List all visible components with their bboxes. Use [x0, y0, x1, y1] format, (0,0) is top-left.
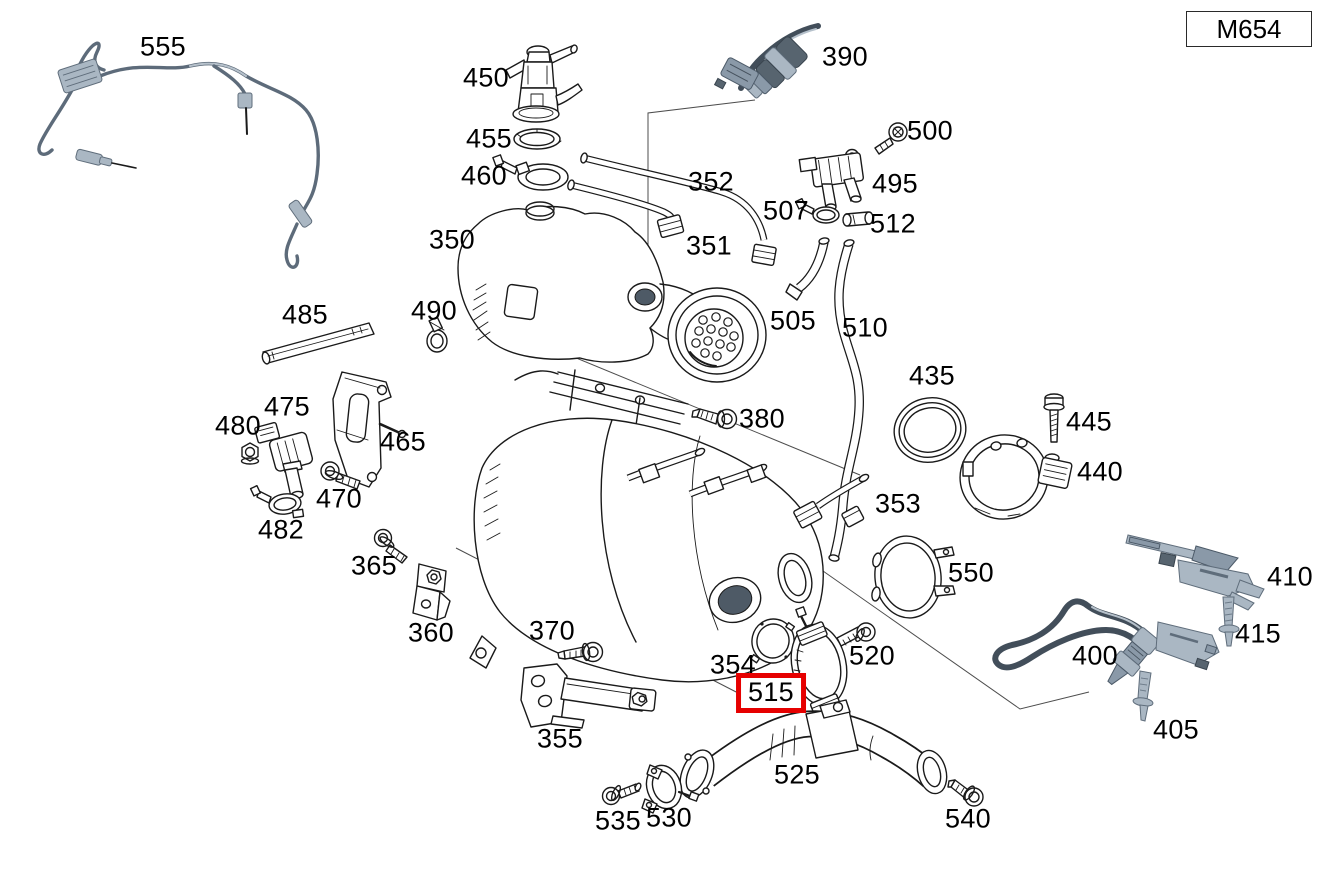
part-470-drawing — [320, 461, 361, 490]
part-555-drawing — [37, 41, 320, 269]
part-480-drawing — [240, 442, 260, 465]
part-label-535[interactable]: 535 — [595, 805, 641, 836]
part-354-drawing — [750, 618, 796, 664]
part-label-370[interactable]: 370 — [529, 615, 575, 646]
part-525-drawing — [679, 699, 948, 799]
part-507-drawing — [794, 197, 840, 224]
part-label-555[interactable]: 555 — [140, 31, 186, 62]
part-label-410[interactable]: 410 — [1267, 561, 1313, 592]
part-352-drawing — [580, 152, 777, 266]
part-label-400[interactable]: 400 — [1072, 640, 1118, 671]
part-370-drawing — [557, 641, 604, 663]
part-label-460[interactable]: 460 — [461, 160, 507, 191]
part-label-445[interactable]: 445 — [1066, 406, 1112, 437]
part-360-drawing — [412, 563, 451, 621]
part-512-drawing — [842, 211, 874, 227]
part-label-415[interactable]: 415 — [1235, 618, 1281, 649]
part-label-465[interactable]: 465 — [380, 426, 426, 457]
part-505-drawing — [785, 237, 830, 301]
part-405-drawing — [1132, 670, 1154, 722]
model-badge-label: M654 — [1216, 13, 1282, 44]
part-353-drawing — [793, 473, 870, 529]
part-380-drawing — [691, 408, 738, 430]
part-label-485[interactable]: 485 — [282, 299, 328, 330]
model-badge: M654 — [1186, 11, 1312, 47]
part-label-470[interactable]: 470 — [316, 483, 362, 514]
part-495-drawing — [798, 148, 865, 211]
part-label-380[interactable]: 380 — [739, 403, 785, 434]
part-440-drawing — [959, 434, 1073, 520]
part-520-drawing — [836, 622, 876, 647]
part-label-540[interactable]: 540 — [945, 803, 991, 834]
part-482-drawing — [249, 484, 305, 519]
part-label-351[interactable]: 351 — [686, 230, 732, 261]
part-450-drawing — [505, 44, 583, 123]
part-label-455[interactable]: 455 — [466, 123, 512, 154]
part-label-475[interactable]: 475 — [264, 391, 310, 422]
part-label-490[interactable]: 490 — [411, 295, 457, 326]
part-350-drawing — [457, 201, 824, 683]
part-label-495[interactable]: 495 — [872, 168, 918, 199]
part-540-drawing — [947, 779, 984, 807]
part-355-drawing — [520, 663, 657, 729]
part-label-352[interactable]: 352 — [688, 166, 734, 197]
part-475-drawing — [254, 421, 314, 500]
part-485-drawing — [261, 322, 375, 365]
part-label-390[interactable]: 390 — [822, 41, 868, 72]
part-410-drawing — [1125, 534, 1265, 611]
part-label-510[interactable]: 510 — [842, 312, 888, 343]
part-label-365[interactable]: 365 — [351, 550, 397, 581]
part-label-550[interactable]: 550 — [948, 557, 994, 588]
part-label-480[interactable]: 480 — [215, 410, 261, 441]
part-535-drawing — [601, 782, 642, 806]
part-435-drawing — [893, 397, 967, 463]
part-label-525[interactable]: 525 — [774, 759, 820, 790]
part-label-353[interactable]: 353 — [875, 488, 921, 519]
part-label-515[interactable]: 515 — [736, 673, 806, 713]
part-490-drawing — [426, 316, 448, 353]
part-label-520[interactable]: 520 — [849, 640, 895, 671]
part-455-drawing — [513, 128, 562, 150]
part-label-435[interactable]: 435 — [909, 360, 955, 391]
part-460-drawing — [492, 154, 569, 191]
leader-line-390 — [647, 99, 756, 284]
part-label-360[interactable]: 360 — [408, 617, 454, 648]
part-365-drawing — [373, 528, 408, 564]
part-550-drawing — [871, 535, 956, 619]
part-label-350[interactable]: 350 — [429, 224, 475, 255]
part-label-450[interactable]: 450 — [463, 62, 509, 93]
part-415-drawing — [1218, 596, 1240, 647]
part-label-500[interactable]: 500 — [907, 115, 953, 146]
part-400-drawing — [992, 598, 1220, 686]
part-500-drawing — [874, 122, 908, 155]
part-label-505[interactable]: 505 — [770, 305, 816, 336]
part-label-512[interactable]: 512 — [870, 208, 916, 239]
part-465-drawing — [332, 371, 407, 488]
part-label-355[interactable]: 355 — [537, 723, 583, 754]
part-label-405[interactable]: 405 — [1153, 714, 1199, 745]
part-label-440[interactable]: 440 — [1077, 456, 1123, 487]
part-445-drawing — [1043, 393, 1065, 443]
part-label-482[interactable]: 482 — [258, 514, 304, 545]
part-label-530[interactable]: 530 — [646, 802, 692, 833]
part-label-507[interactable]: 507 — [763, 195, 809, 226]
leader-line-400 — [812, 563, 1090, 710]
part-530-drawing — [641, 764, 700, 814]
part-390-drawing — [713, 23, 821, 99]
part-351-drawing — [567, 179, 685, 239]
